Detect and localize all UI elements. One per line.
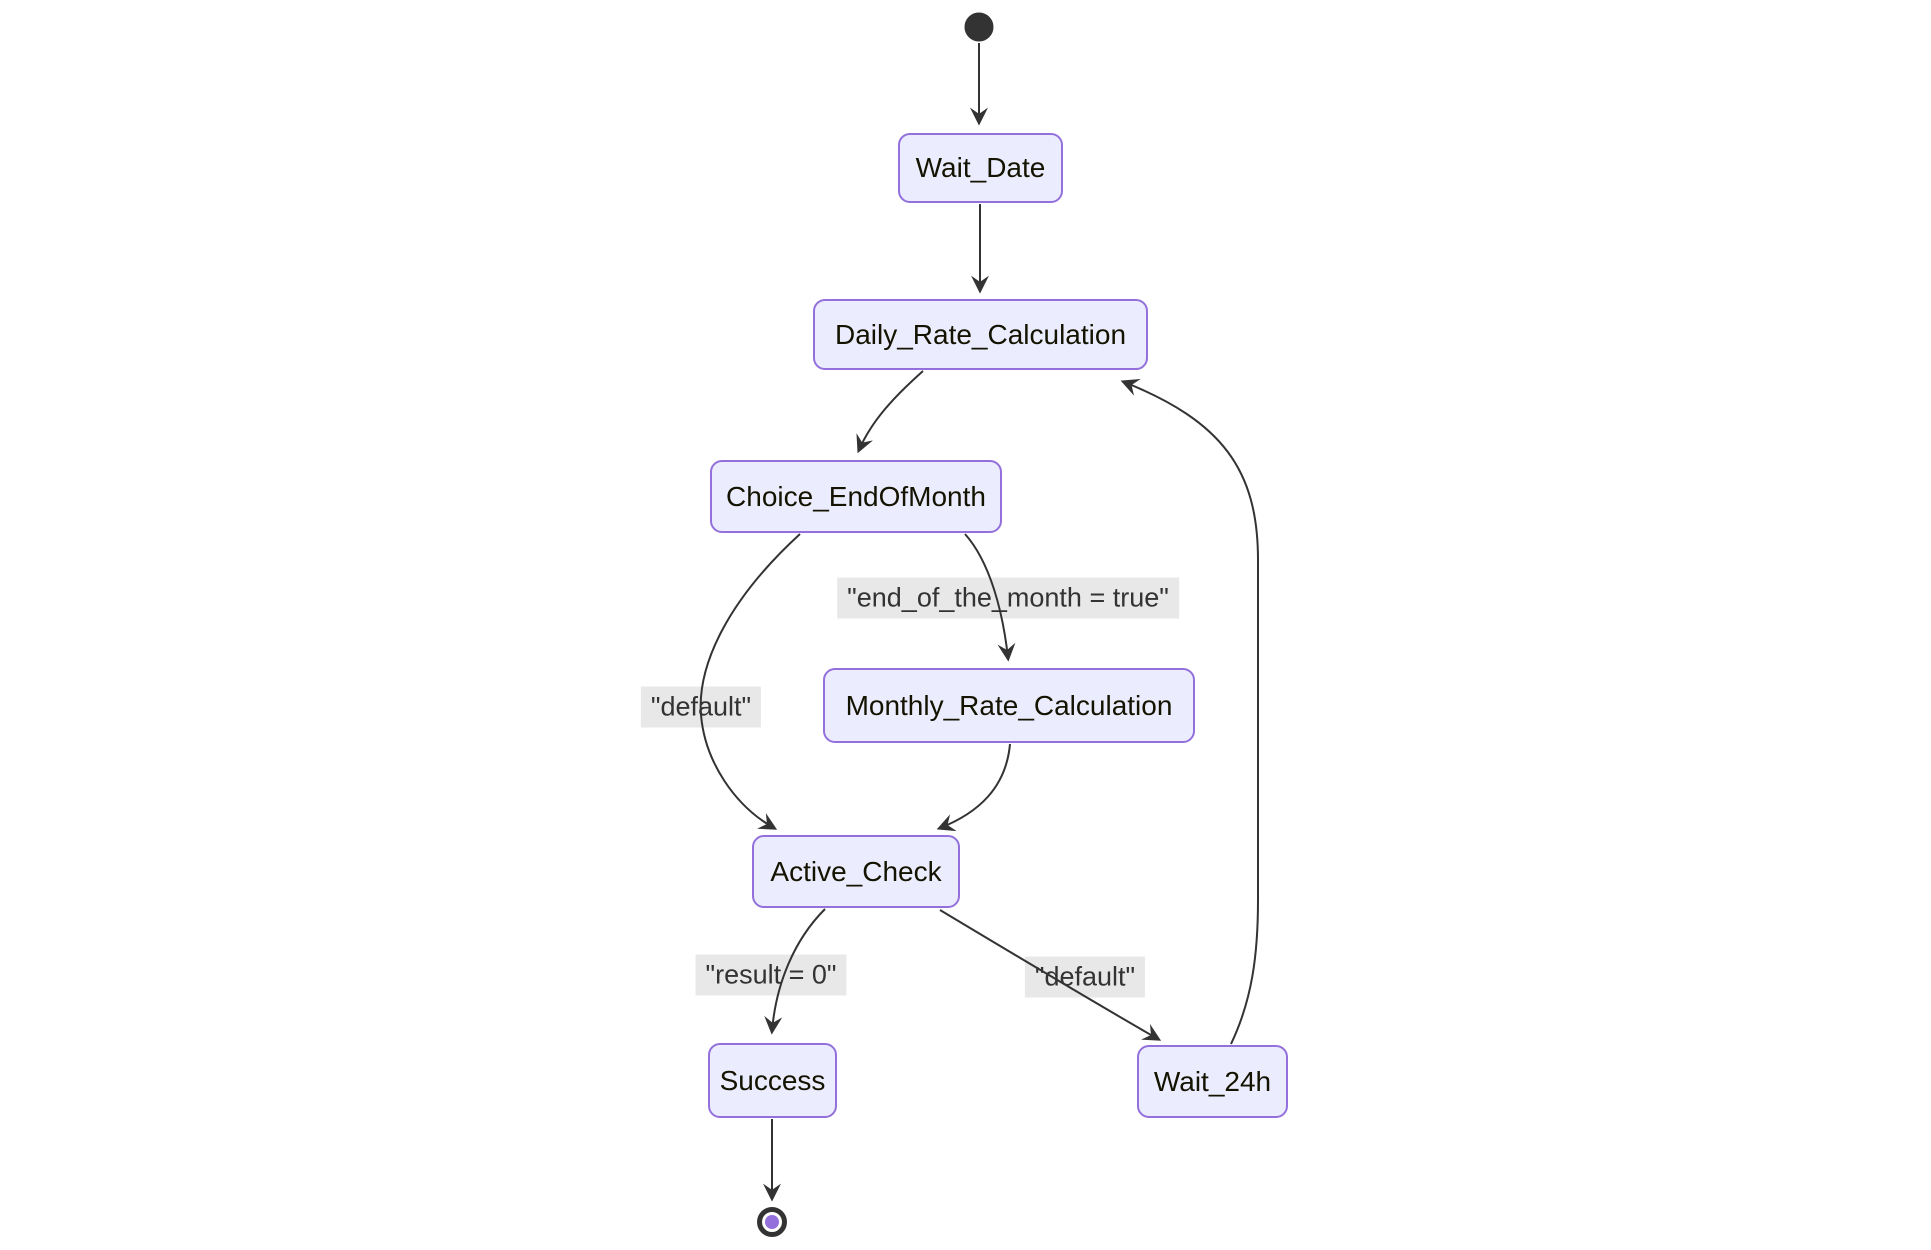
state-active-check: Active_Check: [752, 835, 960, 908]
state-daily-rate-calculation-label: Daily_Rate_Calculation: [834, 318, 1127, 350]
state-active-check-label: Active_Check: [770, 855, 942, 887]
state-choice-end-of-month-label: Choice_EndOfMonth: [726, 480, 986, 512]
initial-state-icon: [964, 12, 994, 42]
state-choice-end-of-month: Choice_EndOfMonth: [710, 460, 1002, 533]
state-wait-date-label: Wait_Date: [915, 152, 1046, 183]
edge-label-active-default: "default": [1024, 956, 1146, 998]
state-success-label: Success: [719, 1064, 826, 1096]
state-monthly-rate-calculation: Monthly_Rate_Calculation: [823, 668, 1195, 743]
state-daily-rate-calculation: Daily_Rate_Calculation: [813, 299, 1148, 370]
state-wait-24h-label: Wait_24h: [1153, 1065, 1272, 1097]
state-success: Success: [708, 1043, 837, 1118]
edge-label-choice-default: "default": [640, 686, 762, 728]
state-wait-date: Wait_Date: [898, 133, 1063, 203]
final-state-icon: [757, 1207, 787, 1237]
state-monthly-rate-calculation-label: Monthly_Rate_Calculation: [845, 689, 1173, 721]
edge-daily-to-choice: [856, 370, 924, 454]
state-wait-24h: Wait_24h: [1137, 1045, 1288, 1118]
edge-choice-to-active-default: [699, 533, 801, 830]
edge-label-result-zero: "result = 0": [695, 954, 847, 996]
edge-label-end-of-month: "end_of_the_month = true": [837, 577, 1179, 619]
edge-monthly-to-active: [936, 743, 1011, 832]
